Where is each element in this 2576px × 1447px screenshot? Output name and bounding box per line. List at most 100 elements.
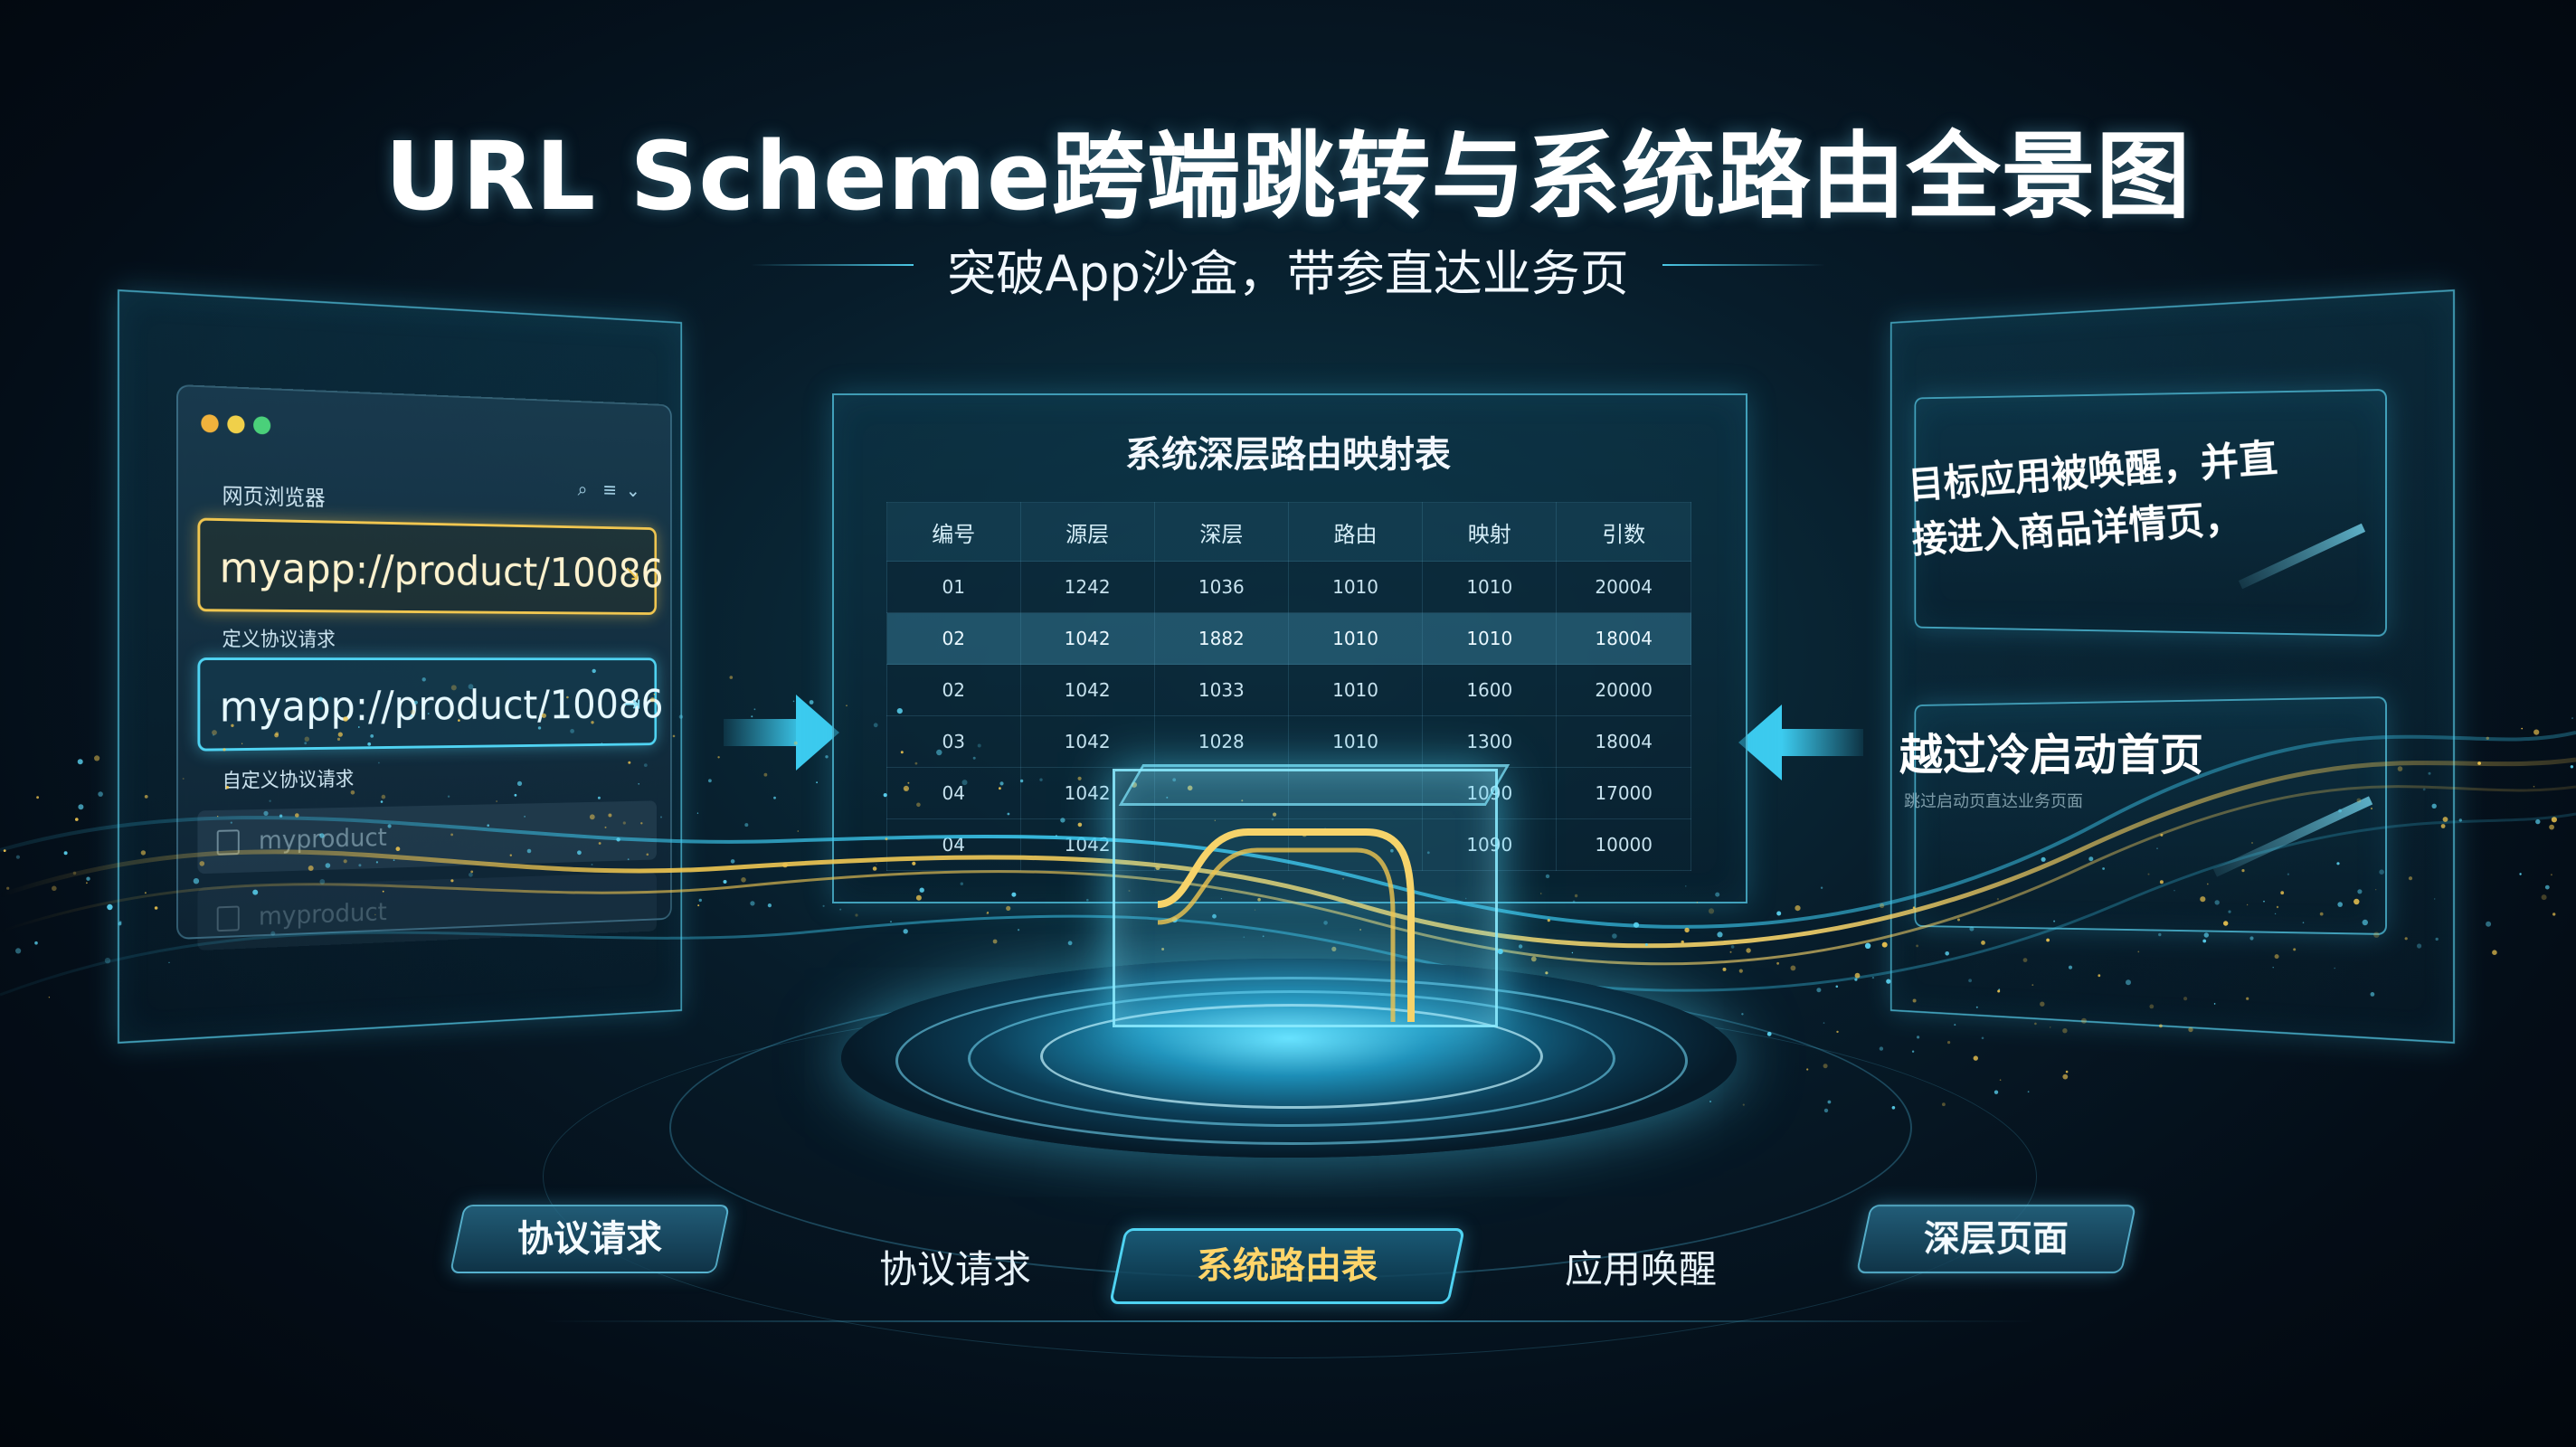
nav-protocol-request[interactable]: 协议请求 [449, 1205, 731, 1273]
particle [883, 793, 887, 798]
particle [77, 759, 83, 765]
particle [1006, 905, 1011, 911]
chevron-down-icon[interactable]: ⌄ [625, 480, 640, 502]
particle [1738, 969, 1743, 973]
particle [2249, 936, 2254, 941]
particle [2334, 967, 2335, 969]
particle [410, 709, 415, 715]
particle [1077, 822, 1083, 828]
particle [2337, 902, 2343, 907]
particle [2200, 896, 2206, 903]
particle [469, 872, 473, 877]
nav-deep-page[interactable]: 深层页面 [1855, 1205, 2137, 1273]
particle [1390, 848, 1394, 853]
particle [601, 742, 603, 744]
table-cell: 17000 [1556, 767, 1691, 819]
particle [638, 783, 639, 785]
particle [1684, 927, 1690, 933]
particle [1633, 922, 1640, 928]
particle [317, 696, 323, 702]
window-dot-green[interactable] [253, 416, 271, 435]
particle [2370, 807, 2373, 810]
table-cell [1153, 767, 1289, 819]
particle [1060, 818, 1065, 823]
particle [1975, 1006, 1978, 1008]
particle [393, 859, 395, 861]
particle [2156, 847, 2158, 849]
particle [1730, 945, 1735, 949]
window-dot-red[interactable] [201, 413, 219, 433]
particle [2068, 965, 2073, 969]
particle [104, 958, 111, 964]
table-cell: 1010 [1422, 612, 1558, 665]
particle [1891, 1106, 1896, 1110]
particle [1128, 890, 1131, 892]
window-dot-yellow[interactable] [227, 415, 245, 434]
particle [1039, 778, 1043, 781]
particle [509, 854, 512, 856]
particle [933, 856, 936, 859]
menu-icon[interactable]: ≡ [602, 479, 618, 502]
nav-app-wakeup[interactable]: 应用唤醒 [1565, 1247, 1718, 1291]
particle [855, 913, 858, 917]
particle [2408, 876, 2413, 881]
particle [653, 694, 656, 695]
particle [343, 716, 348, 722]
particle [308, 865, 314, 871]
particle [1055, 835, 1057, 837]
particle [1708, 908, 1715, 914]
particle [140, 850, 147, 856]
table-cell: 1042 [1019, 715, 1155, 768]
particle [2263, 900, 2265, 903]
router-cube [1113, 769, 1498, 1027]
particle [797, 830, 800, 832]
particle [2223, 921, 2229, 926]
subtitle-divider-left [751, 264, 914, 266]
table-cell: 1042 [1019, 767, 1155, 819]
particle [2202, 939, 2207, 943]
particle [450, 685, 457, 691]
nav-system-route-table[interactable]: 系统路由表 [1109, 1228, 1465, 1304]
particle [1999, 1079, 2002, 1081]
nav-protocol-request-step[interactable]: 协议请求 [879, 1247, 1032, 1291]
particle [2102, 867, 2106, 870]
particle [1917, 1036, 1920, 1039]
particle [1426, 851, 1430, 855]
particle [782, 862, 788, 868]
particle [1709, 1101, 1711, 1102]
particle [358, 864, 362, 867]
particle [168, 961, 170, 963]
table-cell: 1010 [1287, 612, 1424, 665]
particle [2293, 948, 2297, 951]
particle [350, 790, 355, 795]
particle [2442, 817, 2448, 822]
particle [678, 714, 684, 719]
particle [2280, 891, 2285, 895]
particle [2022, 958, 2028, 962]
particle [269, 799, 271, 802]
particle [987, 912, 990, 913]
particle [2486, 736, 2489, 740]
particle [1981, 941, 1985, 945]
particle [627, 858, 630, 861]
particle [52, 885, 57, 892]
particle [450, 879, 454, 883]
search-icon[interactable]: ⌕ [577, 478, 588, 501]
table-header-row: 编号 源层 深层 路由 映射 引数 [886, 502, 1691, 562]
particle [1981, 1036, 1984, 1040]
particle [1359, 929, 1361, 931]
particle [916, 802, 921, 808]
particle [1572, 900, 1576, 903]
particle [2040, 1001, 2045, 1007]
particle [15, 855, 20, 859]
table-cell: 1242 [1019, 561, 1155, 613]
table-cell: 1042 [1019, 612, 1155, 665]
table-cell: 1010 [1287, 561, 1424, 613]
particle [524, 816, 526, 818]
particle [1644, 943, 1648, 946]
